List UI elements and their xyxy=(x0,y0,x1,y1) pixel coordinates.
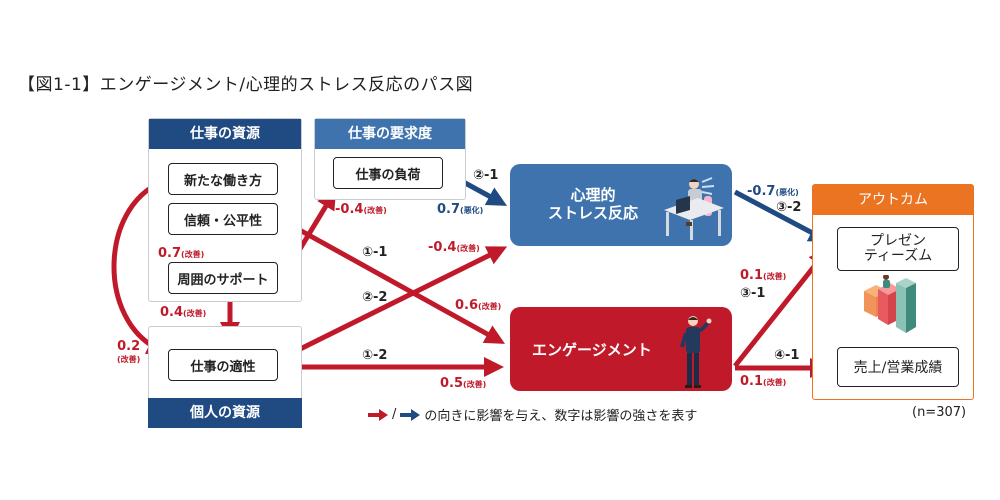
job-resources-header: 仕事の資源 xyxy=(149,119,301,149)
red-arrow-icon xyxy=(368,408,388,421)
figure-title: 【図1-1】エンゲージメント/心理的ストレス反応のパス図 xyxy=(18,75,474,95)
legend: / の向きに影響を与え、数字は影響の強さを表す xyxy=(368,405,697,424)
node-workload: 仕事の負荷 xyxy=(333,157,443,189)
arrow-newwork-to-fit xyxy=(111,177,169,355)
job-demands-header: 仕事の要求度 xyxy=(315,119,465,149)
arrow-trust-to-engagement xyxy=(276,215,505,344)
path-id-2-1: ②-1 xyxy=(473,168,499,183)
legend-separator: / xyxy=(392,407,397,422)
path-id-3-2: ③-2 xyxy=(776,200,802,215)
presenteeism-line2: ティーズム xyxy=(863,248,933,264)
personal-resources-header: 個人の資源 xyxy=(148,398,302,428)
blue-arrow-icon xyxy=(400,408,421,421)
node-sales-performance: 売上/営業成績 xyxy=(837,347,959,387)
node-psychological-stress: 心理的 ストレス反応 xyxy=(510,164,732,246)
arrow-fit-to-stress xyxy=(276,246,508,363)
node-job-fit: 仕事の適性 xyxy=(168,349,278,381)
node-new-work: 新たな働き方 xyxy=(168,163,278,195)
coef-support-fit: 0.4(改善) xyxy=(160,305,207,320)
outcomes-header: アウトカム xyxy=(813,185,973,215)
legend-text: の向きに影響を与え、数字は影響の強さを表す xyxy=(424,409,698,424)
stress-label-line1: 心理的 xyxy=(570,186,616,204)
sample-size: (n=307) xyxy=(912,405,967,420)
coef-engagement-presenteeism: 0.1(改善) xyxy=(740,268,787,283)
coef-fit-stress: -0.4(改善) xyxy=(428,240,480,255)
coef-newwork-fit: 0.2 (改善) xyxy=(117,339,141,364)
growth-bars-illustration xyxy=(864,275,916,333)
node-presenteeism: プレゼン ティーズム xyxy=(837,227,959,271)
arrow-engagement-to-presenteeism xyxy=(733,247,829,368)
stress-label-line2: ストレス反応 xyxy=(547,204,638,222)
arrow-stress-to-presenteeism xyxy=(733,189,830,242)
coef-engagement-sales: 0.1(改善) xyxy=(740,374,787,389)
coef-support-load: -0.4(改善) xyxy=(335,202,387,217)
path-id-3-1: ③-1 xyxy=(740,286,766,301)
coef-stress-presenteeism: -0.7(悪化) xyxy=(747,184,799,199)
stress-label: 心理的 ストレス反応 xyxy=(538,186,648,222)
energetic-worker-icon xyxy=(680,316,712,388)
path-id-1-2: ①-2 xyxy=(362,348,388,363)
node-engagement: エンゲージメント xyxy=(510,307,732,391)
node-surrounding-support: 周囲のサポート xyxy=(168,262,278,294)
path-id-2-2: ②-2 xyxy=(362,290,388,305)
path-id-1-1: ①-1 xyxy=(362,245,388,260)
engagement-label: エンゲージメント xyxy=(532,341,652,359)
presenteeism-line1: プレゼン xyxy=(870,233,926,249)
stressed-worker-icon xyxy=(664,177,724,240)
coef-load-stress: 0.7(悪化) xyxy=(437,202,484,217)
coef-trust-support: 0.7(改善) xyxy=(158,246,205,261)
coef-trust-engagement: 0.6(改善) xyxy=(455,298,502,313)
node-trust-fairness: 信頼・公平性 xyxy=(168,203,278,235)
coef-fit-engagement: 0.5(改善) xyxy=(440,376,487,391)
path-id-4-1: ④-1 xyxy=(774,348,800,363)
